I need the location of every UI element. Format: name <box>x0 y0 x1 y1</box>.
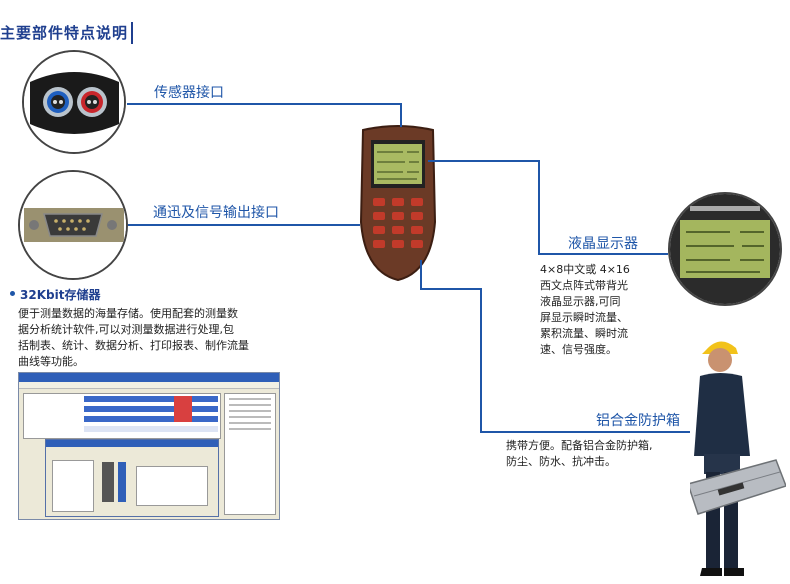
case-label: 铝合金防护箱 <box>596 413 680 429</box>
software-table <box>23 393 221 439</box>
storage-line: 括制表、统计、数据分析、打印报表、制作流量 <box>18 339 249 352</box>
lcd-line: 4×8中文或 4×16 <box>540 263 630 276</box>
lcd-line: 液晶显示器,可同 <box>540 295 621 308</box>
comm-connector-line <box>128 224 360 226</box>
handheld-flowmeter-image <box>355 122 441 282</box>
lcd-connector-drop <box>538 160 540 255</box>
case-description: 携带方便。配备铝合金防护箱, 防尘、防水、抗冲击。 <box>506 438 702 470</box>
sensor-port-image <box>22 50 126 154</box>
storage-bullet <box>10 291 15 296</box>
lcd-line: 累积流量、瞬时流 <box>540 327 628 340</box>
storage-line: 曲线等功能。 <box>18 355 84 368</box>
case-connector-drop-2 <box>480 288 482 433</box>
comm-port-label: 通迅及信号输出接口 <box>153 205 279 221</box>
title-divider <box>131 22 133 44</box>
storage-heading: 32Kbit存储器 <box>20 288 101 302</box>
software-menubar <box>19 382 279 389</box>
case-line: 防尘、防水、抗冲击。 <box>506 455 616 468</box>
lcd-display-image <box>668 192 782 306</box>
case-connector-line-2 <box>480 431 690 433</box>
page-title: 主要部件特点说明 <box>0 24 129 42</box>
comm-port-image <box>18 170 128 280</box>
storage-description: 便于测量数据的海量存储。使用配套的测量数 据分析统计软件,可以对测量数据进行处理… <box>18 306 278 370</box>
sensor-connector-drop <box>400 103 402 127</box>
lcd-connector-line-1 <box>428 160 540 162</box>
case-line: 携带方便。配备铝合金防护箱, <box>506 439 653 452</box>
software-side-panel <box>224 393 276 515</box>
lcd-label: 液晶显示器 <box>568 236 638 252</box>
lcd-line: 西文点阵式带背光 <box>540 279 628 292</box>
case-connector-drop-1 <box>420 260 422 290</box>
software-dialog <box>45 439 219 517</box>
sensor-connector-line <box>127 103 401 105</box>
storage-line: 据分析统计软件,可以对测量数据进行处理,包 <box>18 323 234 336</box>
sensor-port-label: 传感器接口 <box>154 85 224 101</box>
case-connector-line-1 <box>420 288 482 290</box>
lcd-line: 屏显示瞬时流量、 <box>540 311 628 324</box>
lcd-line: 速、信号强度。 <box>540 343 617 356</box>
software-titlebar <box>19 373 279 382</box>
software-screenshot <box>18 372 280 520</box>
lcd-description: 4×8中文或 4×16 西文点阵式带背光 液晶显示器,可同 屏显示瞬时流量、 累… <box>540 262 660 358</box>
worker-with-case-image <box>687 336 787 580</box>
storage-line: 便于测量数据的海量存储。使用配套的测量数 <box>18 307 238 320</box>
lcd-connector-line-2 <box>538 253 668 255</box>
